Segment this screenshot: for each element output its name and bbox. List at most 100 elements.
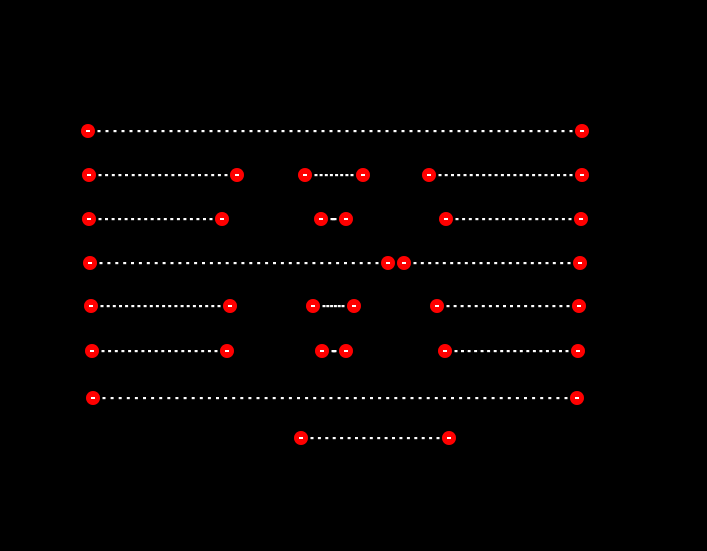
dot xyxy=(114,350,118,353)
dot xyxy=(150,218,154,221)
dot xyxy=(167,397,171,400)
dot xyxy=(241,262,245,265)
dot xyxy=(442,397,446,400)
marker-glyph xyxy=(580,130,584,132)
dot xyxy=(561,130,565,133)
dot xyxy=(232,397,236,400)
dot xyxy=(168,350,171,353)
dot xyxy=(321,130,325,133)
dot xyxy=(107,262,111,265)
dot xyxy=(392,437,395,440)
dot xyxy=(326,305,330,308)
dot xyxy=(473,130,477,133)
dot xyxy=(559,350,562,353)
dot xyxy=(367,262,371,265)
dot xyxy=(500,350,504,353)
dot xyxy=(209,130,213,133)
dot xyxy=(494,174,498,177)
dot xyxy=(313,130,317,133)
dot xyxy=(322,305,326,308)
dot xyxy=(513,350,517,353)
dot xyxy=(305,397,309,400)
dot xyxy=(552,350,556,353)
dot-segment xyxy=(85,344,234,358)
dot xyxy=(519,350,523,353)
dot xyxy=(131,218,135,221)
dot xyxy=(486,262,490,265)
marker-glyph xyxy=(578,262,582,264)
dot-segment xyxy=(84,299,237,313)
dot xyxy=(146,262,150,265)
dot xyxy=(457,174,461,177)
dot xyxy=(240,397,244,400)
marker-glyph xyxy=(228,305,232,307)
dot xyxy=(105,218,108,221)
dot xyxy=(399,437,403,440)
dot xyxy=(337,305,341,308)
marker-glyph xyxy=(87,218,91,220)
dot xyxy=(350,174,354,177)
dot xyxy=(433,130,437,133)
dot xyxy=(556,397,560,400)
dot xyxy=(548,218,552,221)
dot xyxy=(101,350,105,353)
marker-glyph xyxy=(303,174,307,176)
dot xyxy=(183,397,187,400)
dot xyxy=(459,397,463,400)
dot xyxy=(402,397,406,400)
dot xyxy=(98,174,102,177)
dot xyxy=(304,262,308,265)
dot-segment xyxy=(82,168,244,182)
dot xyxy=(566,305,570,308)
dot xyxy=(161,130,165,133)
dot xyxy=(199,305,202,308)
dot xyxy=(144,218,148,221)
dot-segment xyxy=(315,344,353,358)
dot xyxy=(525,174,529,177)
marker-glyph xyxy=(447,437,451,439)
dot xyxy=(377,437,381,440)
dot xyxy=(155,305,159,308)
marker-glyph xyxy=(299,437,303,439)
dot xyxy=(353,130,357,133)
dot xyxy=(143,305,147,308)
dot xyxy=(468,218,472,221)
dot xyxy=(361,397,365,400)
dot xyxy=(488,174,492,177)
dot xyxy=(493,350,497,353)
dot xyxy=(224,174,228,177)
dot xyxy=(444,174,448,177)
dot xyxy=(191,397,195,400)
dot xyxy=(569,174,573,177)
dot xyxy=(217,174,221,177)
dot xyxy=(386,397,390,400)
dot xyxy=(143,397,146,400)
dot xyxy=(568,218,572,221)
dot xyxy=(233,130,237,133)
dot xyxy=(201,130,205,133)
dot xyxy=(289,130,293,133)
dot xyxy=(187,350,191,353)
dot xyxy=(333,218,337,221)
dot xyxy=(559,305,563,308)
marker-glyph xyxy=(576,350,580,352)
dot-segment xyxy=(439,212,588,226)
dot-segment xyxy=(438,344,585,358)
dot xyxy=(565,350,569,353)
dot xyxy=(515,218,519,221)
dot xyxy=(224,397,228,400)
dot xyxy=(434,397,438,400)
dot xyxy=(126,397,130,400)
dot-segment xyxy=(298,168,370,182)
dot xyxy=(479,262,483,265)
dot xyxy=(180,305,184,308)
dot xyxy=(508,218,512,221)
dot xyxy=(361,130,365,133)
dot xyxy=(451,397,454,400)
dot xyxy=(119,305,122,308)
dot xyxy=(409,130,413,133)
dot xyxy=(297,130,301,133)
dot xyxy=(111,218,115,221)
dot xyxy=(401,130,405,133)
dot xyxy=(522,218,525,221)
